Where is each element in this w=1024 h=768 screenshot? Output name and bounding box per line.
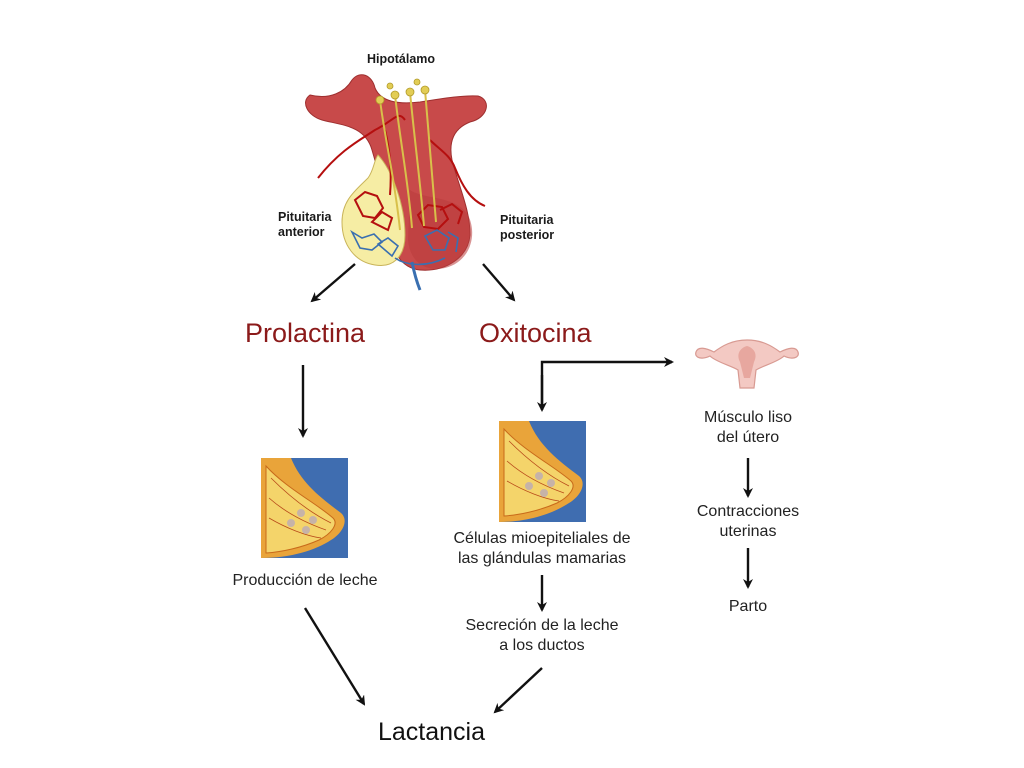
milk-secretion-label: Secreción de la leche a los ductos: [465, 617, 619, 654]
breast-anatomy-image-left: [261, 458, 348, 558]
posterior-pituitary-label: Pituitaria posterior: [500, 213, 555, 242]
arrow-milk-to-lactation: [303, 607, 366, 706]
breast-anatomy-image-right: [499, 421, 586, 522]
birth-label: Parto: [728, 598, 768, 615]
anterior-lobe: [341, 154, 406, 267]
oxytocin-label: Oxitocina: [479, 318, 592, 348]
arrow-oxytocin-branch-uterus: [540, 357, 674, 408]
myoepithelial-cells-label: Células mioepiteliales de las glándulas …: [453, 530, 631, 567]
lactation-label: Lactancia: [378, 718, 486, 746]
prolactin-label: Prolactina: [245, 318, 366, 348]
milk-production-label: Producción de leche: [232, 572, 378, 589]
uterine-contractions-label: Contracciones uterinas: [696, 503, 800, 540]
smooth-muscle-uterus-label: Músculo liso del útero: [703, 409, 793, 446]
arrow-secretion-to-lactation: [493, 667, 543, 714]
arrow-to-prolactin: [310, 263, 356, 303]
hypothalamus-label: Hipotálamo: [367, 52, 436, 66]
uterus-icon: [695, 339, 799, 389]
anterior-pituitary-label: Pituitaria anterior: [278, 210, 332, 239]
arrow-to-oxytocin: [482, 263, 516, 302]
